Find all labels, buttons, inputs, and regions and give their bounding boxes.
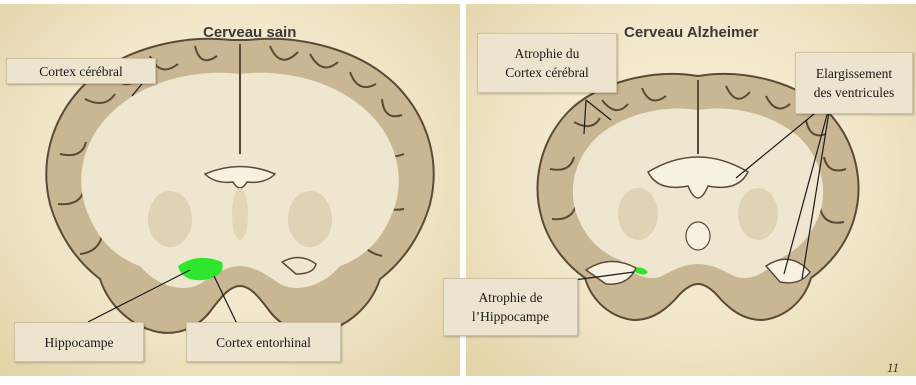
healthy-brain-title: Cerveau sain: [203, 24, 296, 41]
label-entorhinal-cortex: Cortex entorhinal: [186, 322, 341, 362]
label-ventricle-enlargement: Elargissement des ventricules: [795, 52, 913, 114]
page-number: 11: [887, 360, 899, 376]
label-hippocampus-text: Hippocampe: [45, 333, 114, 352]
label-cortex-cerebral: Cortex cérébral: [6, 58, 156, 84]
label-hippocampus-atrophy: Atrophie de l’Hippocampe: [443, 278, 578, 336]
label-entorhinal-cortex-text: Cortex entorhinal: [216, 333, 311, 352]
label-cortex-atrophy: Atrophie du Cortex cérébral: [477, 33, 617, 93]
label-hippocampus: Hippocampe: [14, 322, 144, 362]
label-hippocampus-atrophy-text: Atrophie de l’Hippocampe: [472, 288, 549, 326]
label-cortex-atrophy-text: Atrophie du Cortex cérébral: [505, 44, 589, 82]
label-cortex-cerebral-text: Cortex cérébral: [39, 62, 123, 81]
label-ventricle-enlargement-text: Elargissement des ventricules: [814, 64, 895, 102]
alzheimer-brain-title: Cerveau Alzheimer: [624, 24, 759, 41]
